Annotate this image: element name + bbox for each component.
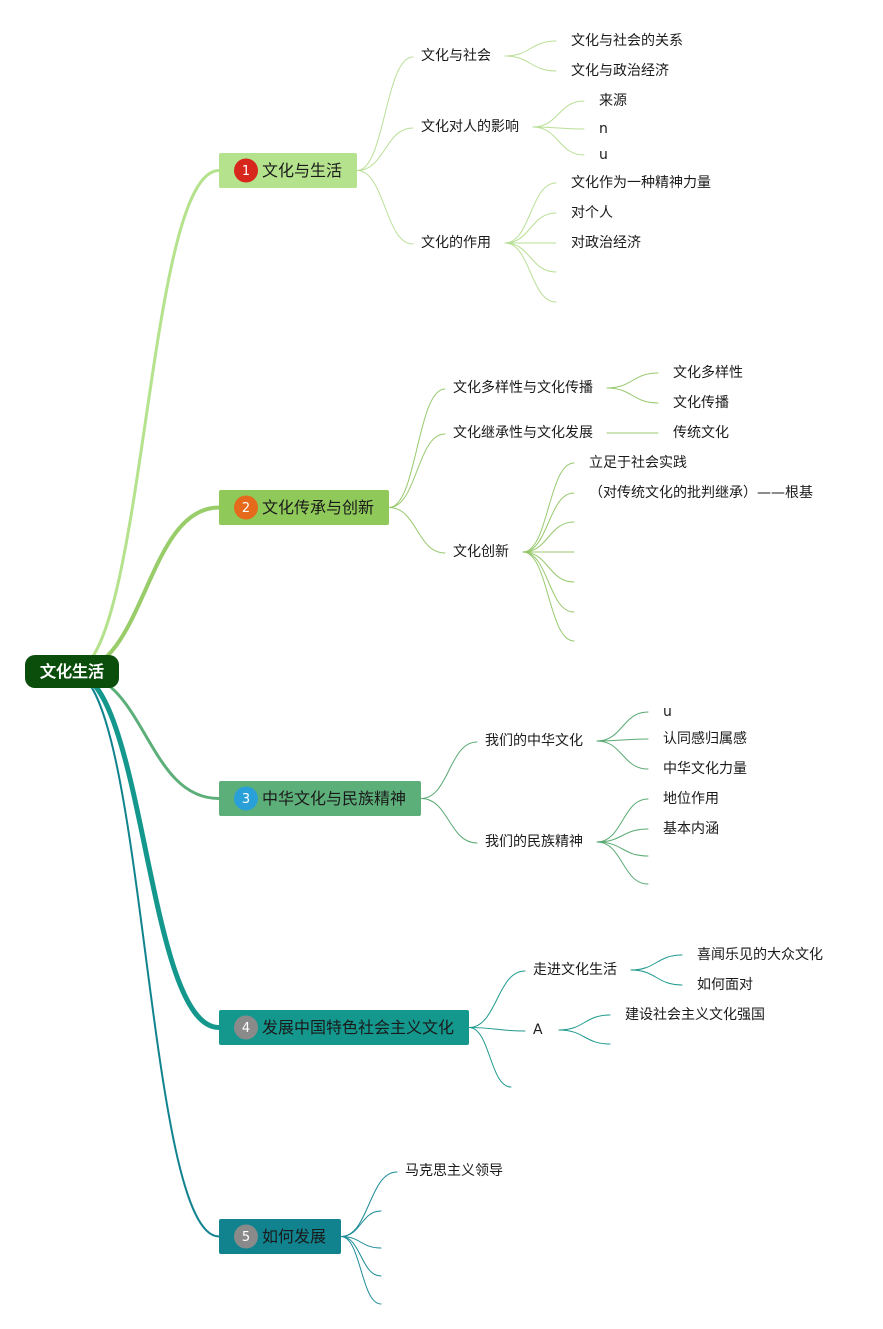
connector-root-branch-4 bbox=[69, 669, 222, 1030]
leaf-1-2-2: n bbox=[599, 121, 608, 137]
connector-sub-2-3-leaf-3 bbox=[522, 521, 575, 553]
sub-topic-1-1: 文化与社会 bbox=[421, 48, 491, 64]
badge-4 bbox=[234, 1015, 258, 1040]
leaf-3-2-1: 地位作用 bbox=[663, 791, 719, 807]
branch-node-4[interactable] bbox=[219, 1010, 469, 1045]
connector-sub-2-3-leaf-6 bbox=[522, 551, 575, 613]
leaf-1-2-3: u bbox=[599, 147, 608, 163]
connector-sub-2-3-leaf-7 bbox=[522, 551, 575, 642]
connector-branch-2-sub-2 bbox=[388, 433, 446, 508]
connector-branch-4-sub-2 bbox=[468, 1027, 526, 1032]
connector-sub-2-3-leaf-2 bbox=[522, 492, 575, 553]
badge-3 bbox=[234, 786, 258, 811]
badge-number-1: 1 bbox=[242, 164, 250, 179]
connector-sub-4-1-leaf-2 bbox=[630, 969, 683, 986]
connector-branch-5-sub-1 bbox=[340, 1171, 398, 1237]
connector-sub-2-3-leaf-5 bbox=[522, 551, 575, 583]
badge-5 bbox=[234, 1224, 258, 1249]
badge-1 bbox=[234, 158, 258, 183]
leaf-2-1-2: 文化传播 bbox=[673, 395, 729, 411]
connector-branch-5-sub-5 bbox=[340, 1236, 382, 1305]
leaf-1-3-1: 文化作为一种精神力量 bbox=[571, 175, 711, 191]
leaf-3-2-2: 基本内涵 bbox=[663, 820, 719, 837]
connector-sub-3-2-leaf-4 bbox=[596, 841, 649, 885]
sub-topic-1-3: 文化的作用 bbox=[421, 235, 491, 251]
connector-root-branch-5 bbox=[71, 671, 220, 1238]
connector-sub-3-2-leaf-3 bbox=[596, 841, 649, 857]
connector-branch-3-sub-2 bbox=[420, 798, 478, 844]
leaf-3-1-3: 中华文化力量 bbox=[663, 761, 747, 777]
connector-branch-2-sub-1 bbox=[388, 388, 446, 508]
connector-branch-3-sub-1 bbox=[420, 741, 478, 799]
connector-sub-3-1-leaf-2 bbox=[596, 738, 649, 742]
connector-branch-1-sub-2 bbox=[356, 127, 414, 171]
leaf-4-2-1: 建设社会主义文化强国 bbox=[625, 1007, 765, 1023]
sub-topic-5-1: 马克思主义领导 bbox=[405, 1163, 503, 1179]
connector-sub-2-3-leaf-1 bbox=[522, 462, 575, 553]
sub-topic-2-3: 文化创新 bbox=[453, 544, 509, 560]
sub-topic-1-2: 文化对人的影响 bbox=[421, 119, 519, 135]
root-node[interactable] bbox=[25, 655, 119, 688]
branch-node-3[interactable] bbox=[219, 781, 421, 816]
connector-sub-4-2-leaf-2 bbox=[558, 1029, 611, 1045]
connector-sub-3-1-leaf-3 bbox=[596, 740, 649, 770]
connector-sub-1-3-leaf-1 bbox=[504, 182, 557, 244]
connector-sub-3-2-leaf-1 bbox=[596, 798, 649, 843]
badge-number-3: 3 bbox=[242, 792, 250, 807]
branch-label-3: 中华文化与民族精神 bbox=[262, 789, 406, 808]
connector-branch-1-sub-1 bbox=[356, 56, 414, 171]
connector-branch-4-sub-1 bbox=[468, 970, 526, 1028]
leaf-1-1-2: 文化与政治经济 bbox=[571, 63, 669, 79]
connector-sub-4-2-leaf-1 bbox=[558, 1014, 611, 1031]
connector-sub-1-2-leaf-3 bbox=[532, 126, 585, 156]
connector-sub-1-3-leaf-2 bbox=[504, 212, 557, 244]
connector-sub-3-2-leaf-2 bbox=[596, 828, 649, 843]
badge-number-2: 2 bbox=[242, 501, 250, 516]
connector-sub-1-1-leaf-2 bbox=[504, 55, 557, 72]
sub-topic-4-1: 走进文化生活 bbox=[533, 962, 617, 978]
connector-branch-4-sub-3 bbox=[468, 1027, 512, 1088]
connector-root-branch-1 bbox=[70, 169, 221, 674]
badge-2 bbox=[234, 495, 258, 520]
leaf-1-3-3: 对政治经济 bbox=[571, 235, 641, 251]
connector-sub-1-3-leaf-5 bbox=[504, 242, 557, 303]
leaf-2-2-1: 传统文化 bbox=[673, 425, 729, 441]
leaf-3-1-2: 认同感归属感 bbox=[663, 730, 747, 747]
leaf-4-1-1: 喜闻乐见的大众文化 bbox=[697, 947, 823, 963]
connector-sub-3-1-leaf-1 bbox=[596, 711, 649, 742]
connector-branch-5-sub-2 bbox=[340, 1210, 382, 1237]
branch-label-1: 文化与生活 bbox=[262, 161, 342, 180]
root-label: 文化生活 bbox=[40, 662, 104, 681]
connector-root-branch-2 bbox=[70, 505, 221, 674]
badge-number-5: 5 bbox=[242, 1230, 250, 1245]
leaf-1-3-2: 对个人 bbox=[571, 205, 613, 221]
leaf-1-1-1: 文化与社会的关系 bbox=[571, 33, 683, 49]
connector-sub-4-1-leaf-1 bbox=[630, 954, 683, 971]
sub-topic-2-1: 文化多样性与文化传播 bbox=[453, 379, 593, 396]
leaf-2-1-1: 文化多样性 bbox=[673, 364, 743, 381]
connector-sub-2-1-leaf-2 bbox=[606, 387, 659, 404]
leaf-4-1-2: 如何面对 bbox=[697, 977, 753, 993]
leaf-2-3-1: 立足于社会实践 bbox=[589, 455, 687, 471]
connector-branch-1-sub-3 bbox=[356, 170, 414, 245]
leaf-3-1-1: u bbox=[663, 704, 672, 720]
connector-sub-1-1-leaf-1 bbox=[504, 40, 557, 57]
connector-sub-1-2-leaf-1 bbox=[532, 100, 585, 128]
sub-topic-4-2: A bbox=[533, 1022, 543, 1038]
leaf-1-2-1: 来源 bbox=[599, 93, 627, 109]
sub-topic-3-2: 我们的民族精神 bbox=[485, 834, 583, 850]
branch-label-5: 如何发展 bbox=[262, 1227, 326, 1246]
sub-topic-2-2: 文化继承性与文化发展 bbox=[453, 425, 593, 441]
connector-sub-2-1-leaf-1 bbox=[606, 372, 659, 389]
branch-label-4: 发展中国特色社会主义文化 bbox=[262, 1018, 454, 1037]
branch-node-2[interactable] bbox=[219, 490, 389, 525]
sub-topic-3-1: 我们的中华文化 bbox=[485, 733, 583, 749]
leaf-2-3-2: （对传统文化的批判继承）——根基 bbox=[589, 484, 813, 501]
connector-branch-2-sub-3 bbox=[388, 507, 446, 554]
branch-label-2: 文化传承与创新 bbox=[262, 498, 374, 517]
connector-sub-1-3-leaf-4 bbox=[504, 242, 557, 273]
badge-number-4: 4 bbox=[242, 1021, 250, 1036]
